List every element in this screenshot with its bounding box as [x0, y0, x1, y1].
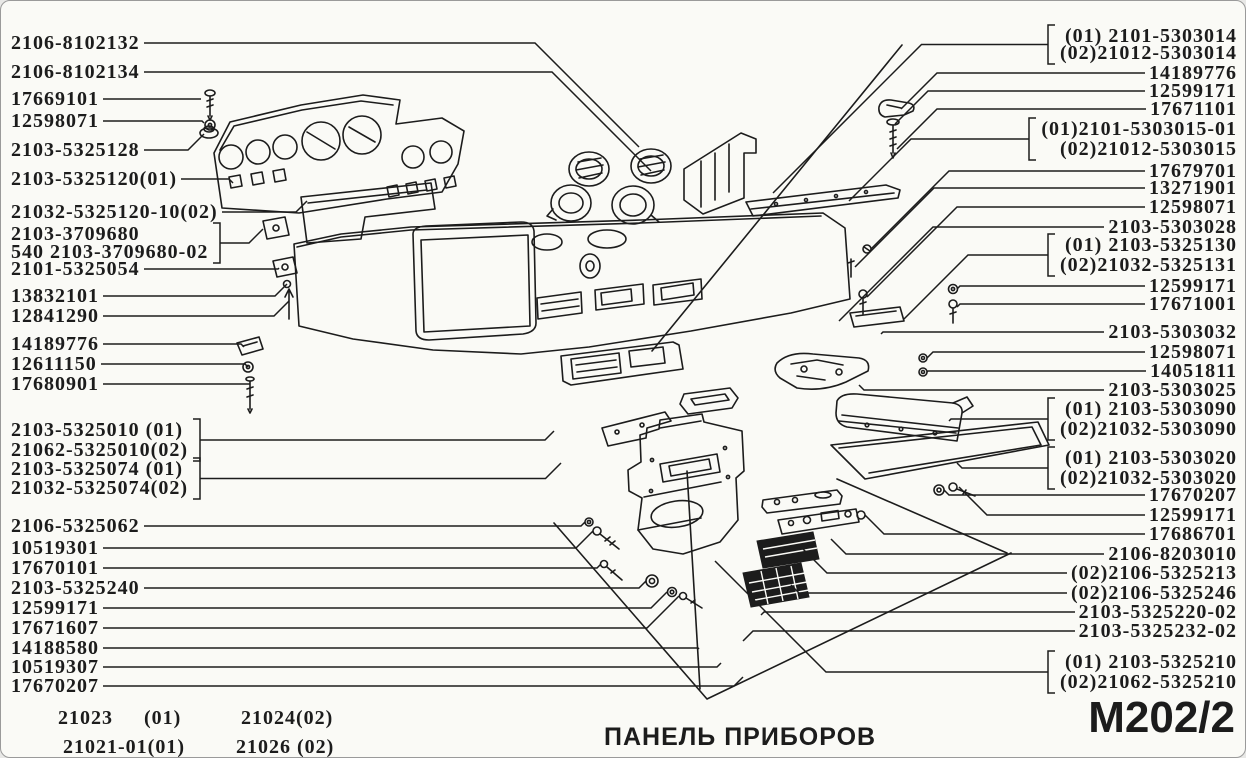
variant-code: 21023: [58, 707, 113, 729]
clip-and-screw: [878, 99, 915, 159]
console-assembly: [601, 387, 745, 555]
glovebox-assembly: [774, 306, 1050, 480]
part-number-label: 17671001: [1149, 293, 1237, 315]
cluster-trim: [300, 182, 436, 244]
part-number-label: 14189776: [11, 333, 99, 355]
part-number-label: 2106-5325062: [11, 515, 140, 537]
part-number-label: (01) 2103-5303090: [1065, 398, 1237, 420]
part-number-label: (02)21032-5325131: [1060, 254, 1237, 276]
variant-code: 21026 (02): [236, 736, 335, 758]
instrument-cluster-bezel: [213, 94, 465, 214]
diagram-title: ПАНЕЛЬ ПРИБОРОВ: [604, 723, 877, 751]
mounting-strip: [745, 184, 901, 217]
part-number-label: 21032-5325120-10(02): [11, 201, 218, 223]
part-number-label: 14188580: [11, 637, 99, 659]
part-number-label: 12598071: [1149, 341, 1237, 363]
part-number-label: 2103-5325232-02: [1078, 620, 1237, 642]
part-number-label: 17679701: [1149, 160, 1237, 182]
part-number-label: 2103-5325120(01): [11, 168, 177, 190]
part-number-label: 13271901: [1149, 177, 1237, 199]
leader-lines: [101, 24, 1146, 694]
part-number-label: 14051811: [1150, 360, 1237, 382]
part-number-label: 2103-5325240: [11, 577, 140, 599]
part-number-label: 2106-8102134: [11, 61, 140, 83]
part-number-label: 17670207: [11, 675, 99, 697]
part-number-label: 12599171: [11, 597, 99, 619]
part-number-label: 2103-5303032: [1108, 321, 1237, 343]
part-number-label: (02)2106-5325246: [1071, 582, 1237, 604]
part-number-label: (02)21012-5303014: [1060, 42, 1237, 64]
air-vents: [546, 148, 672, 225]
part-number-label: 17669101: [11, 88, 99, 110]
part-number-label: (01) 2103-5325130: [1065, 234, 1237, 256]
part-number-label: 2103-5325010 (01): [11, 419, 183, 441]
part-number-label: 540 2103-3709680-02: [11, 241, 209, 263]
part-number-label: (02)21062-5325210: [1060, 671, 1237, 693]
fasteners: [199, 89, 976, 609]
part-number-label: 2103-5325128: [11, 139, 140, 161]
part-number-label: 12598071: [1149, 196, 1237, 218]
part-number-label: (01)2101-5303015-01: [1041, 118, 1237, 140]
part-number-label: (02)21032-5303090: [1060, 418, 1237, 440]
part-number-label: 2106-8102132: [11, 32, 140, 54]
part-number-label: 17686701: [1149, 523, 1237, 545]
lower-trim-strip: [560, 341, 684, 386]
part-number-label: 2103-5303028: [1108, 216, 1237, 238]
part-number-label: 12611150: [11, 353, 97, 375]
part-number-label: 2106-8203010: [1108, 543, 1237, 565]
part-number-label: 13832101: [11, 285, 99, 307]
part-number-label: 10519307: [11, 656, 99, 678]
part-number-label: 12599171: [1149, 80, 1237, 102]
dashboard-body: [293, 212, 851, 355]
part-number-label: (01) 2103-5325210: [1065, 651, 1237, 673]
sheet-code: M202/2: [1088, 693, 1235, 742]
part-number-label: 2103-3709680: [11, 223, 140, 245]
part-number-label: 17680901: [11, 373, 99, 395]
part-number-label: (02)21012-5303015: [1060, 138, 1237, 160]
part-number-label: 12599171: [1149, 504, 1237, 526]
part-number-label: 17670101: [11, 557, 99, 579]
part-number-label: 12598071: [11, 110, 99, 132]
part-number-label: 10519301: [11, 537, 99, 559]
part-number-label: (01) 2101-5303014: [1065, 25, 1237, 47]
part-number-label: 17671607: [11, 617, 99, 639]
defroster-duct: [683, 132, 757, 215]
part-number-label: 2103-5303025: [1108, 379, 1237, 401]
part-number-label: 12841290: [11, 305, 99, 327]
part-number-label: 14189776: [1149, 62, 1237, 84]
part-number-label: 2101-5325054: [11, 258, 140, 280]
variant-code: 21024(02): [241, 707, 334, 729]
variant-code: (01): [144, 707, 182, 729]
part-number-label: 2103-5325074 (01): [11, 458, 183, 480]
switch-plates: [761, 489, 860, 535]
speaker-grilles: [742, 531, 820, 608]
part-number-label: (01) 2103-5303020: [1065, 447, 1237, 469]
part-number-label: 21062-5325010(02): [11, 439, 188, 461]
part-number-label: 17670207: [1149, 484, 1237, 506]
part-number-label: 21032-5325074(02): [11, 477, 188, 499]
variant-code: 21021-01(01): [63, 736, 185, 758]
part-number-label: 2103-5325220-02: [1078, 601, 1237, 623]
part-number-label: (02)2106-5325213: [1071, 562, 1237, 584]
part-number-label: (02)21032-5303020: [1060, 467, 1237, 489]
part-number-label: 12599171: [1149, 275, 1237, 297]
part-number-label: 17671101: [1150, 98, 1237, 120]
